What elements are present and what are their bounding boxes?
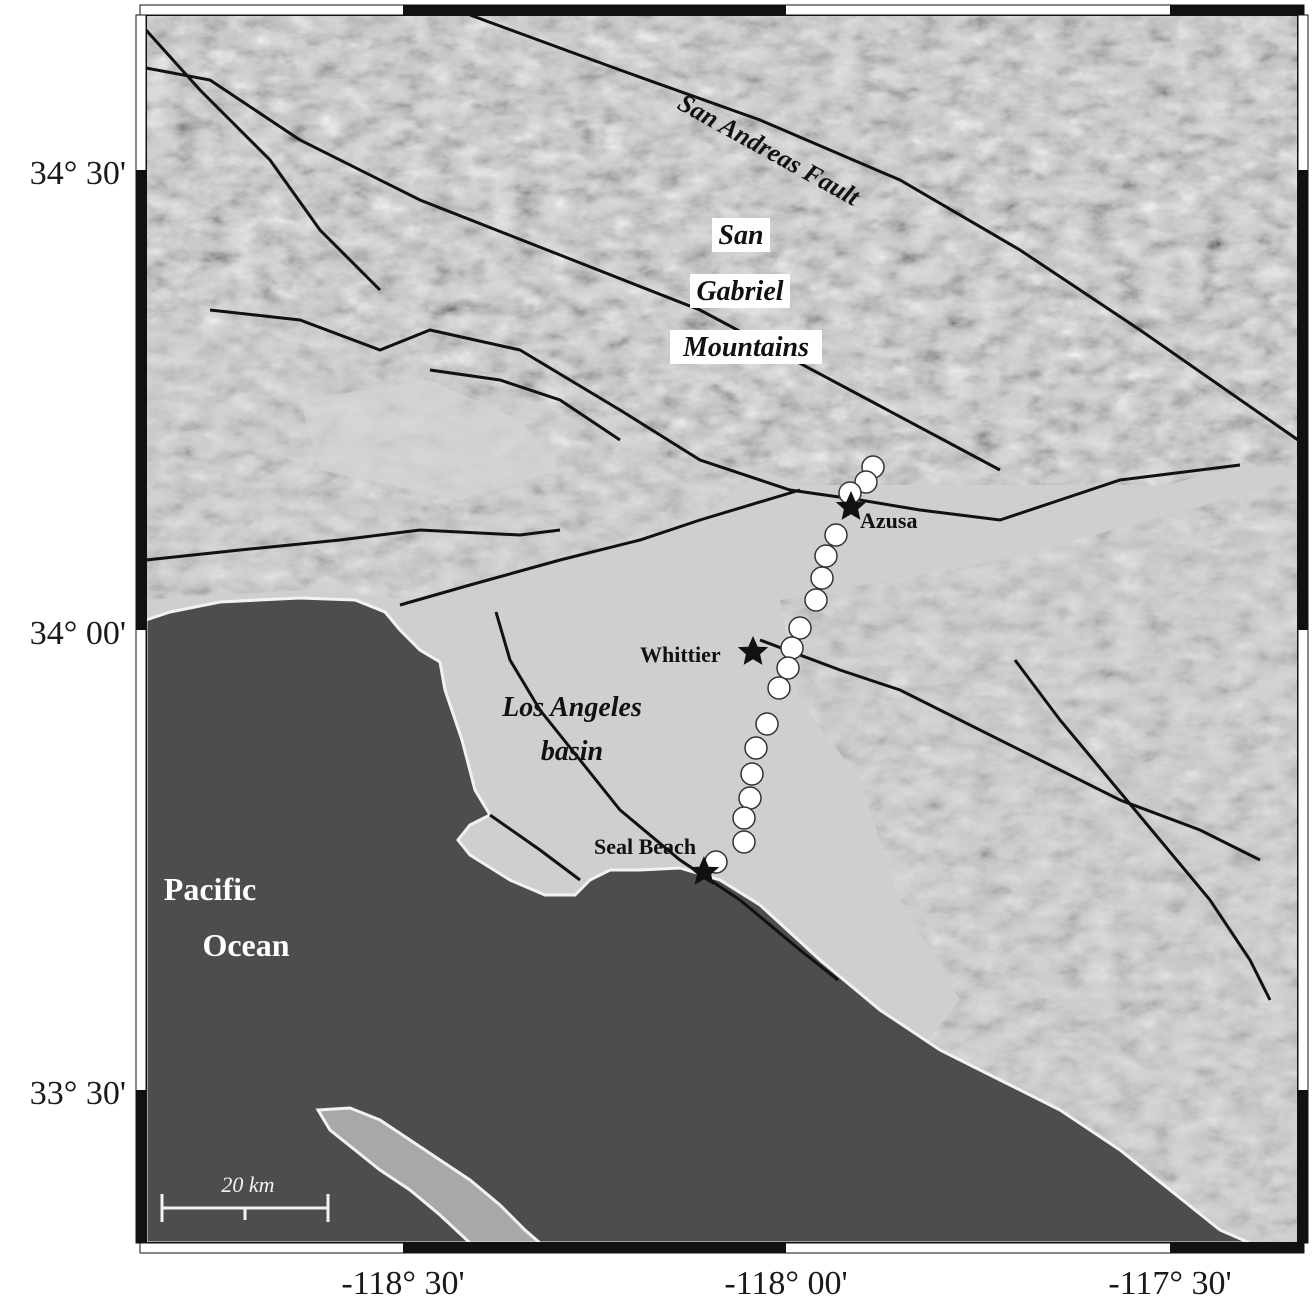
fault-lines [146,15,1298,1001]
lon-tick-label: -118° 00' [724,1265,847,1302]
lon-tick-label: -117° 30' [1108,1265,1231,1302]
lon-tick-label: -118° 30' [341,1265,464,1302]
map-body: San Andreas Fault San Gabriel Mountains … [146,15,1298,1243]
circle-icon [776,656,800,680]
fault-central-2 [399,488,801,607]
lat-tick-label: 34° 30' [30,155,126,192]
fault-north-west-2 [146,28,382,292]
mountains-label-line-1: San [718,220,763,251]
circle-icon [788,616,812,640]
circle-icon [732,830,756,854]
circle-icon [732,806,756,830]
circle-icon [740,762,764,786]
circle-icon [744,736,768,760]
station-circles [704,455,885,874]
circle-icon [810,566,834,590]
scale-bar-label: 20 km [221,1172,274,1197]
lat-tick-label: 34° 00' [30,615,126,652]
circle-icon [780,636,804,660]
star-icon [835,491,867,520]
lat-tick-label: 33° 30' [30,1075,126,1112]
circle-icon [854,470,878,494]
san-fernando-valley [300,380,560,500]
fault-central [146,528,561,562]
scale-bar [160,1194,330,1222]
fault-valley [429,368,621,442]
city-label-seal-beach: Seal Beach [594,834,696,859]
mountains-label-line-2: Gabriel [696,276,783,307]
circle-icon [804,588,828,612]
epicenter-stars [688,491,867,885]
palos-verdes-fault [489,813,581,882]
star-icon [737,636,769,665]
circle-icon [755,712,779,736]
san-andreas-fault [469,15,1298,442]
circle-icon [814,544,838,568]
city-label-azusa: Azusa [860,508,917,533]
circle-icon [767,676,791,700]
mountains-label-line-3: Mountains [682,332,809,363]
graticule-border [135,4,1309,1254]
star-icon [688,856,720,885]
circle-icon [738,786,762,810]
basin-label-line-1: Los Angeles [501,692,642,723]
pacific-ocean [146,596,1251,1243]
city-label-whittier: Whittier [640,642,721,667]
ocean-label-line-1: Pacific [164,871,256,907]
catalina-island [315,1106,543,1243]
ocean-label-line-2: Ocean [202,927,289,963]
whittier-fault [759,638,1261,862]
mountains-label: San Gabriel Mountains [670,218,822,364]
fault-north-west [146,66,1001,472]
basin-label-line-2: basin [541,736,603,767]
elsinore-fault [1013,659,1272,1001]
newport-inglewood-fault [494,611,839,982]
sierra-madre-fault [209,308,1241,522]
circle-icon [824,523,848,547]
